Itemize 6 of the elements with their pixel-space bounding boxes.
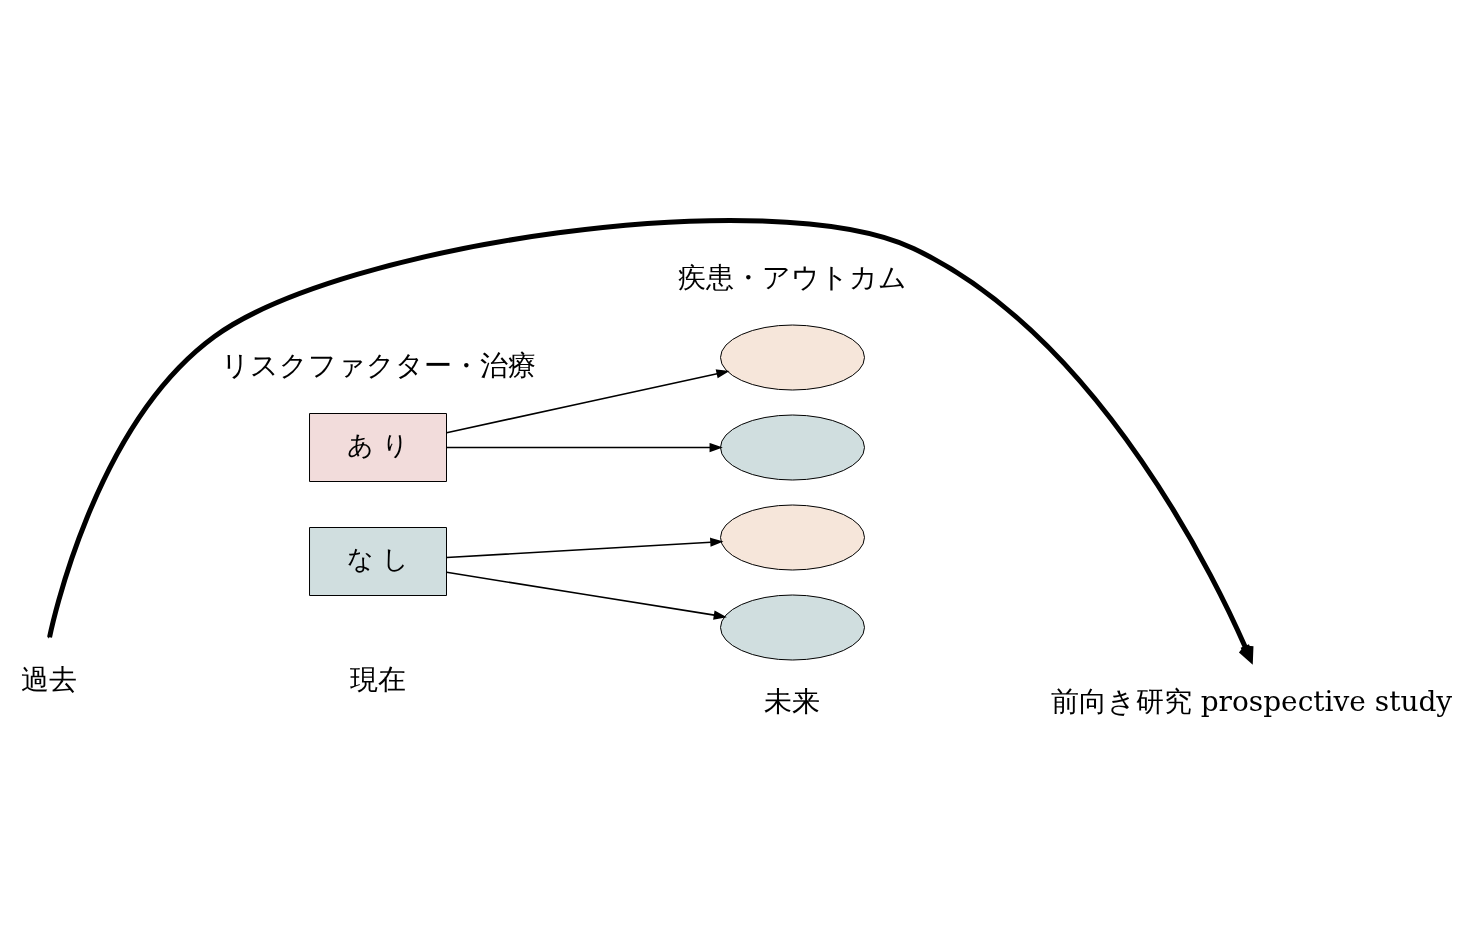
label: 前向き研究 prospective study: [1050, 685, 1453, 719]
label: 疾患・アウトカム: [678, 261, 907, 295]
label: リスクファクター・治療: [220, 349, 536, 383]
label: 現在: [350, 663, 407, 697]
label: 過去: [20, 663, 77, 697]
label: 未来: [764, 685, 821, 719]
